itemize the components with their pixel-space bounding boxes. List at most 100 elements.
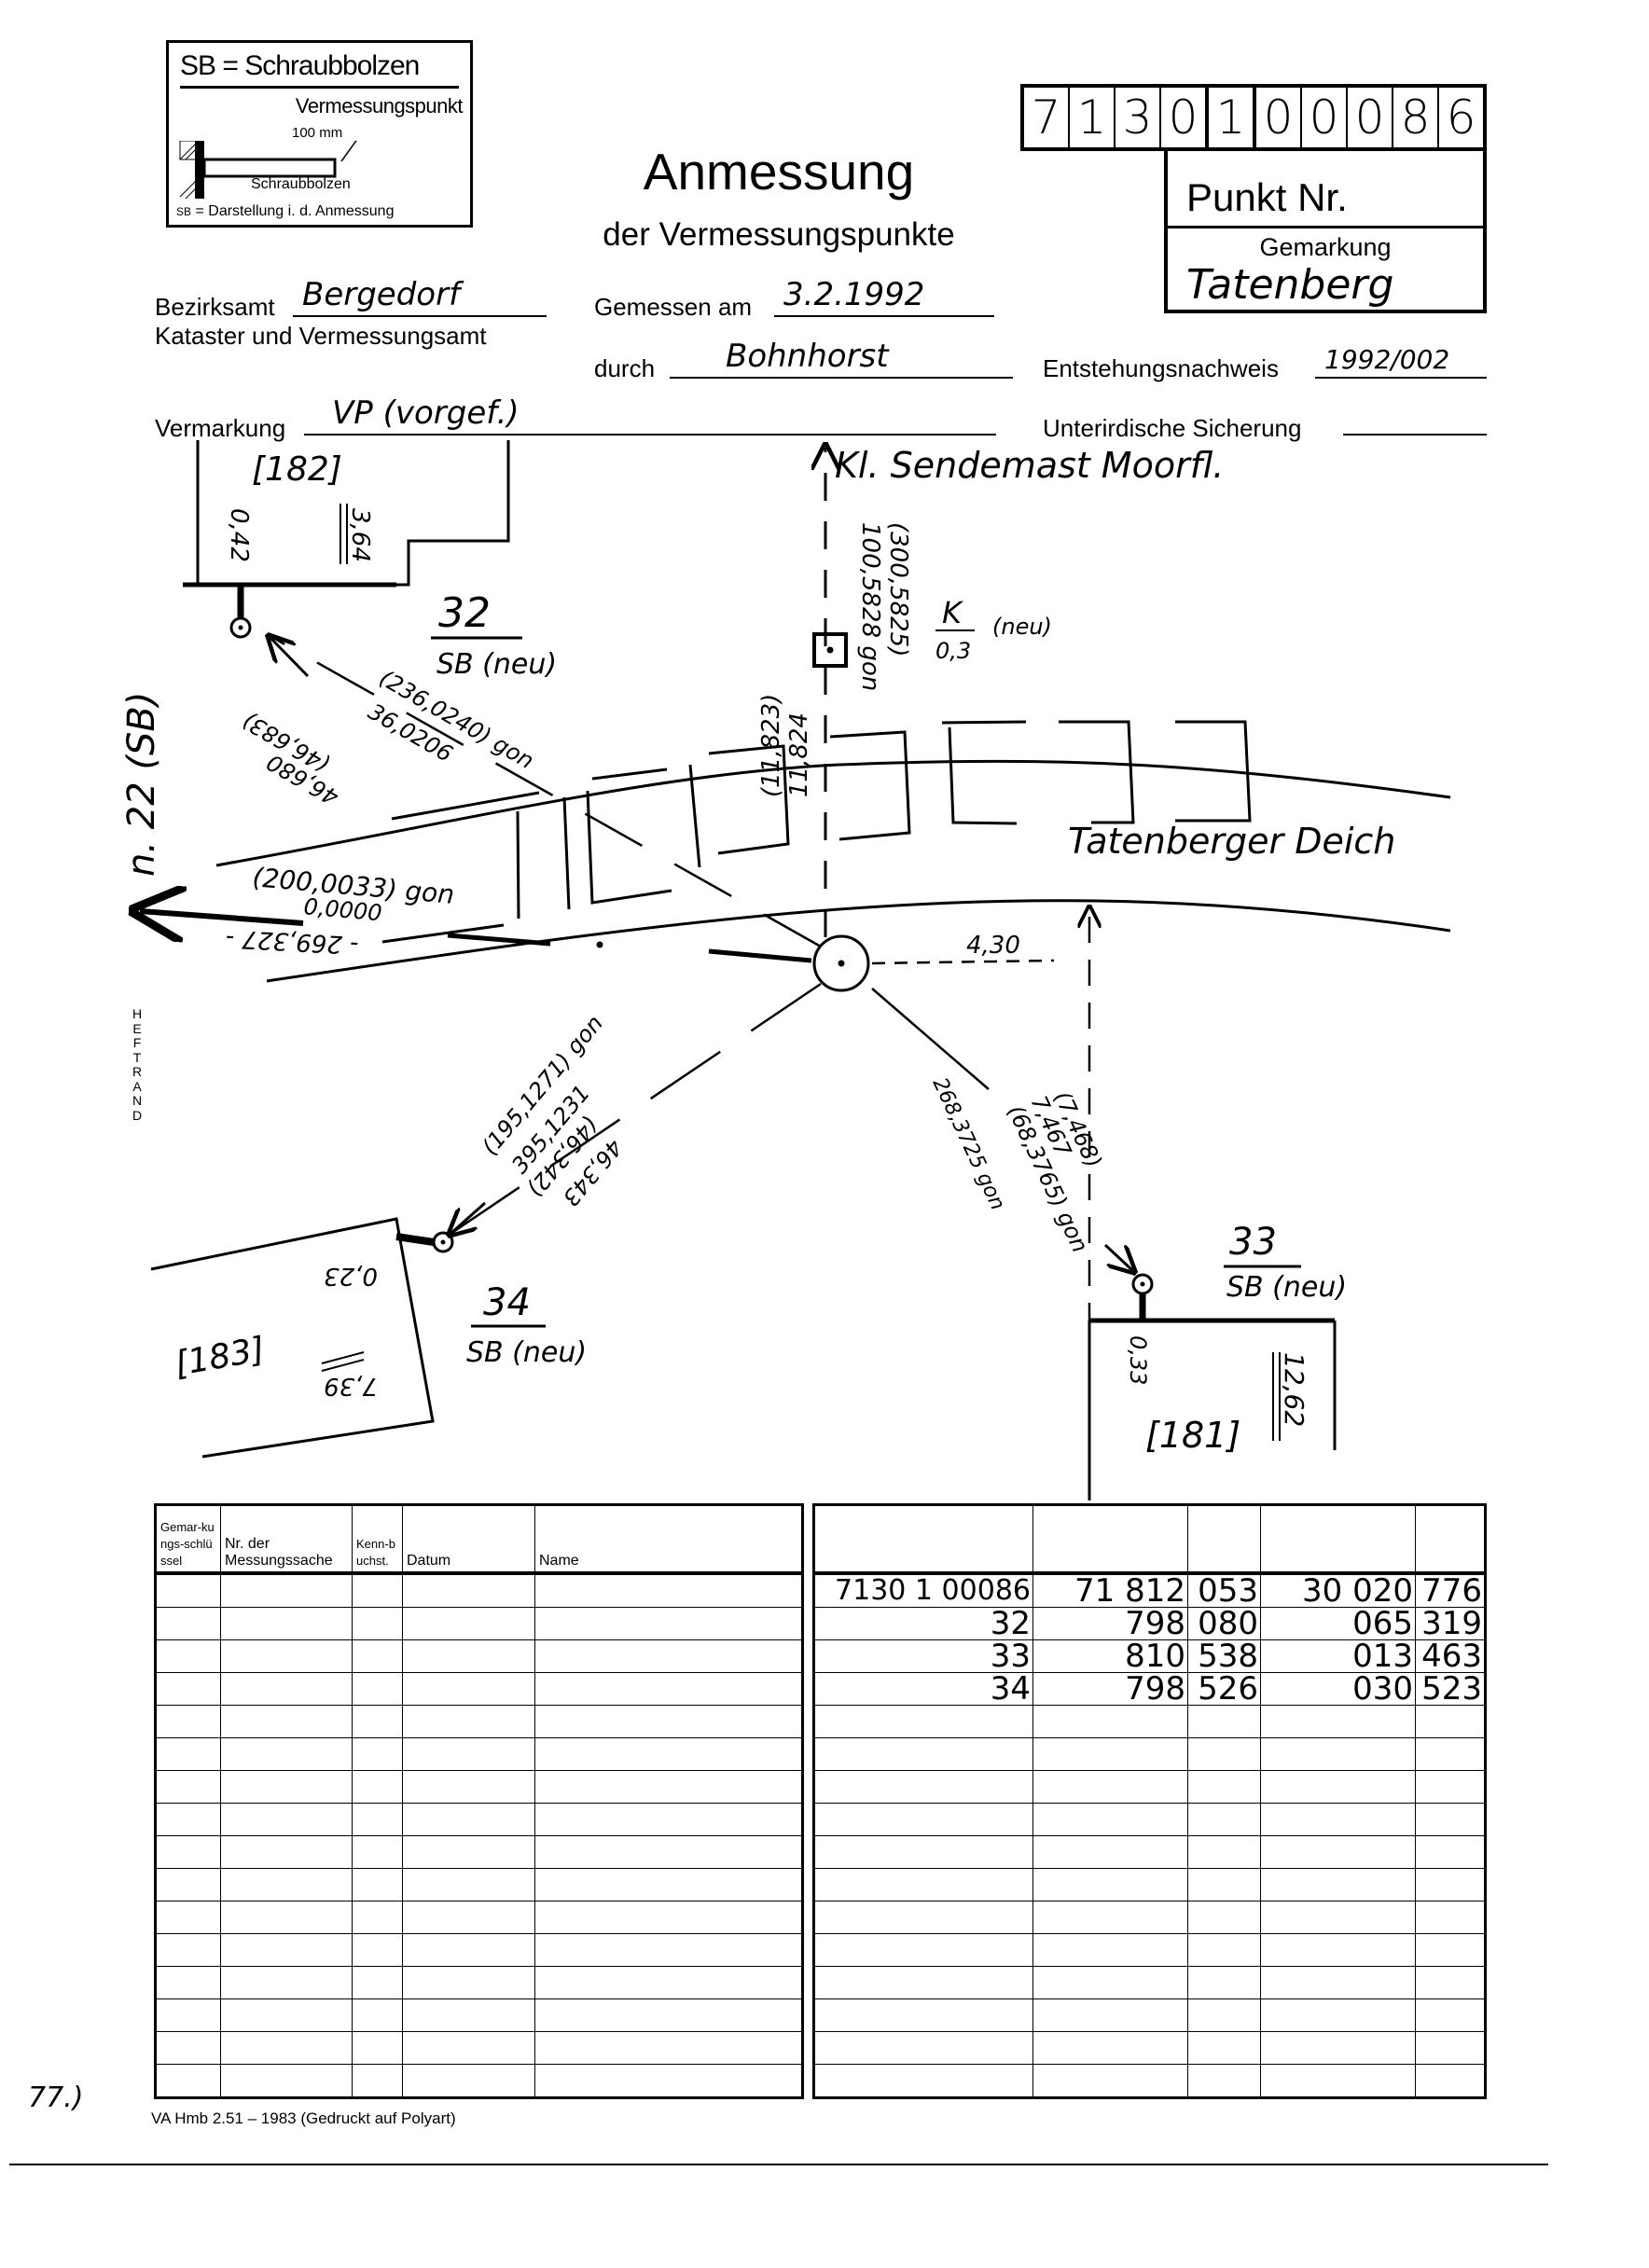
point-34-label: 34: [483, 1281, 531, 1324]
header-cell: [1415, 1504, 1486, 1575]
table-cell: [220, 1901, 353, 1934]
legend-box: SB = Schraubbolzen Vermessungspunkt 100 …: [166, 40, 473, 228]
coord-y-minor: 319: [1415, 1607, 1486, 1640]
table-cell: [402, 1803, 535, 1836]
table-cell: [534, 1998, 803, 2032]
table-cell: [1187, 1933, 1261, 1967]
table-cell: [1032, 1835, 1188, 1869]
table-cell: [1032, 1770, 1188, 1804]
digit: 0: [1256, 88, 1302, 147]
table-cell: [1187, 1901, 1261, 1934]
digit: 6: [1446, 90, 1476, 145]
digit: 0: [1302, 88, 1348, 147]
table-row: [813, 1998, 1486, 2032]
building-181: [1088, 1273, 1337, 1500]
table-cell: [352, 1672, 403, 1706]
table-cell: [1260, 1705, 1416, 1738]
coord-x-major: 810: [1032, 1639, 1188, 1673]
table-cell: [155, 1737, 221, 1771]
table-cell: [352, 2031, 403, 2065]
table-row: [155, 1770, 803, 1804]
entstehung-label: Entstehungsnachweis: [1043, 354, 1279, 382]
durch-signature: Bohnhorst: [726, 338, 889, 375]
table-cell: [352, 1737, 403, 1771]
table-cell: [220, 1770, 353, 1804]
table-row: [155, 1803, 803, 1836]
coord-y-minor: 463: [1415, 1639, 1486, 1673]
table-row: [155, 2064, 803, 2098]
table-cell: [1260, 1933, 1416, 1967]
table-row: [155, 1705, 803, 1738]
point-33-marker: [1131, 1273, 1154, 1295]
sendemast-dir1: (300,5825): [884, 522, 912, 657]
header-nr-messungssache: Nr. der Messungssache: [220, 1504, 353, 1575]
table-cell: [1415, 2064, 1486, 2098]
point-id: 34: [813, 1672, 1033, 1706]
table-cell: [155, 1901, 221, 1934]
table-cell: [155, 1607, 221, 1640]
dim-430: 4,30: [966, 932, 1020, 960]
table-row: [155, 1933, 803, 1967]
legend-darstellung-text: = Darstellung i. d. Anmessung: [195, 203, 395, 219]
table-cell: [155, 1933, 221, 1967]
legend-title: SB = Schraubbolzen: [180, 50, 420, 81]
table-cell: [155, 2064, 221, 2098]
table-cell: [402, 1966, 535, 1999]
digit: 3: [1116, 88, 1161, 147]
legend-schraubbolzen: Schraubbolzen: [251, 176, 351, 192]
dim-364: 3,64: [346, 508, 374, 562]
bezirksamt-label: Bezirksamt: [155, 293, 275, 321]
digit: 1: [1070, 88, 1116, 147]
table-cell: [1415, 2031, 1486, 2065]
entstehung-value: 1992/002: [1324, 344, 1450, 375]
digit: 7: [1024, 88, 1070, 147]
coord-y-minor: 776: [1415, 1572, 1486, 1608]
table-cell: [402, 1998, 535, 2032]
table-row: [155, 1901, 803, 1934]
table-cell: [534, 2064, 803, 2098]
table-cell: [220, 1933, 353, 1967]
table-row: [155, 1639, 803, 1673]
table-row: [155, 1966, 803, 1999]
table-cell: [813, 1705, 1033, 1738]
table-cell: [1032, 1901, 1188, 1934]
gemessen-label: Gemessen am: [594, 293, 753, 321]
durch-field: Bohnhorst: [670, 336, 1013, 379]
table-row: [155, 1835, 803, 1869]
legend-vermessungspunkt: Vermessungspunkt: [295, 94, 464, 118]
table-row: [813, 1737, 1486, 1771]
header-cell: [1032, 1504, 1188, 1575]
table-cell: [534, 1607, 803, 1640]
header-kennbuchstabe: Kenn-buchst.: [352, 1504, 403, 1575]
coord-x-minor: 538: [1187, 1639, 1261, 1673]
table-cell: [220, 1572, 353, 1608]
table-cell: [813, 1933, 1033, 1967]
measurement-record-table: Gemar-kungs-schlüssel Nr. der Messungssa…: [154, 1503, 804, 2099]
table-cell: [220, 2031, 353, 2065]
k-label: K: [942, 595, 964, 630]
table-cell: [220, 1607, 353, 1640]
header-datum: Datum: [402, 1504, 535, 1575]
vermarkung-value: VP (vorgef.): [332, 394, 520, 432]
table-row: [155, 1672, 803, 1706]
durch-label: durch: [594, 354, 656, 382]
legend-divider: [180, 86, 459, 89]
table-cell: [352, 1803, 403, 1836]
table-cell: [220, 1737, 353, 1771]
vermarkung-label: Vermarkung: [155, 414, 286, 442]
table-cell: [1415, 1998, 1486, 2032]
table-row: [155, 2031, 803, 2065]
table-cell: [1032, 1705, 1188, 1738]
gemessen-value: 3.2.1992: [783, 276, 925, 313]
table-row: [155, 1737, 803, 1771]
table-cell: [1032, 1966, 1188, 1999]
table-cell: [220, 1705, 353, 1738]
table-cell: [220, 1868, 353, 1902]
table-cell: [220, 1639, 353, 1673]
table-cell: [534, 1835, 803, 1869]
table-cell: [813, 2031, 1033, 2065]
table-cell: [402, 1639, 535, 1673]
table-cell: [352, 1901, 403, 1934]
